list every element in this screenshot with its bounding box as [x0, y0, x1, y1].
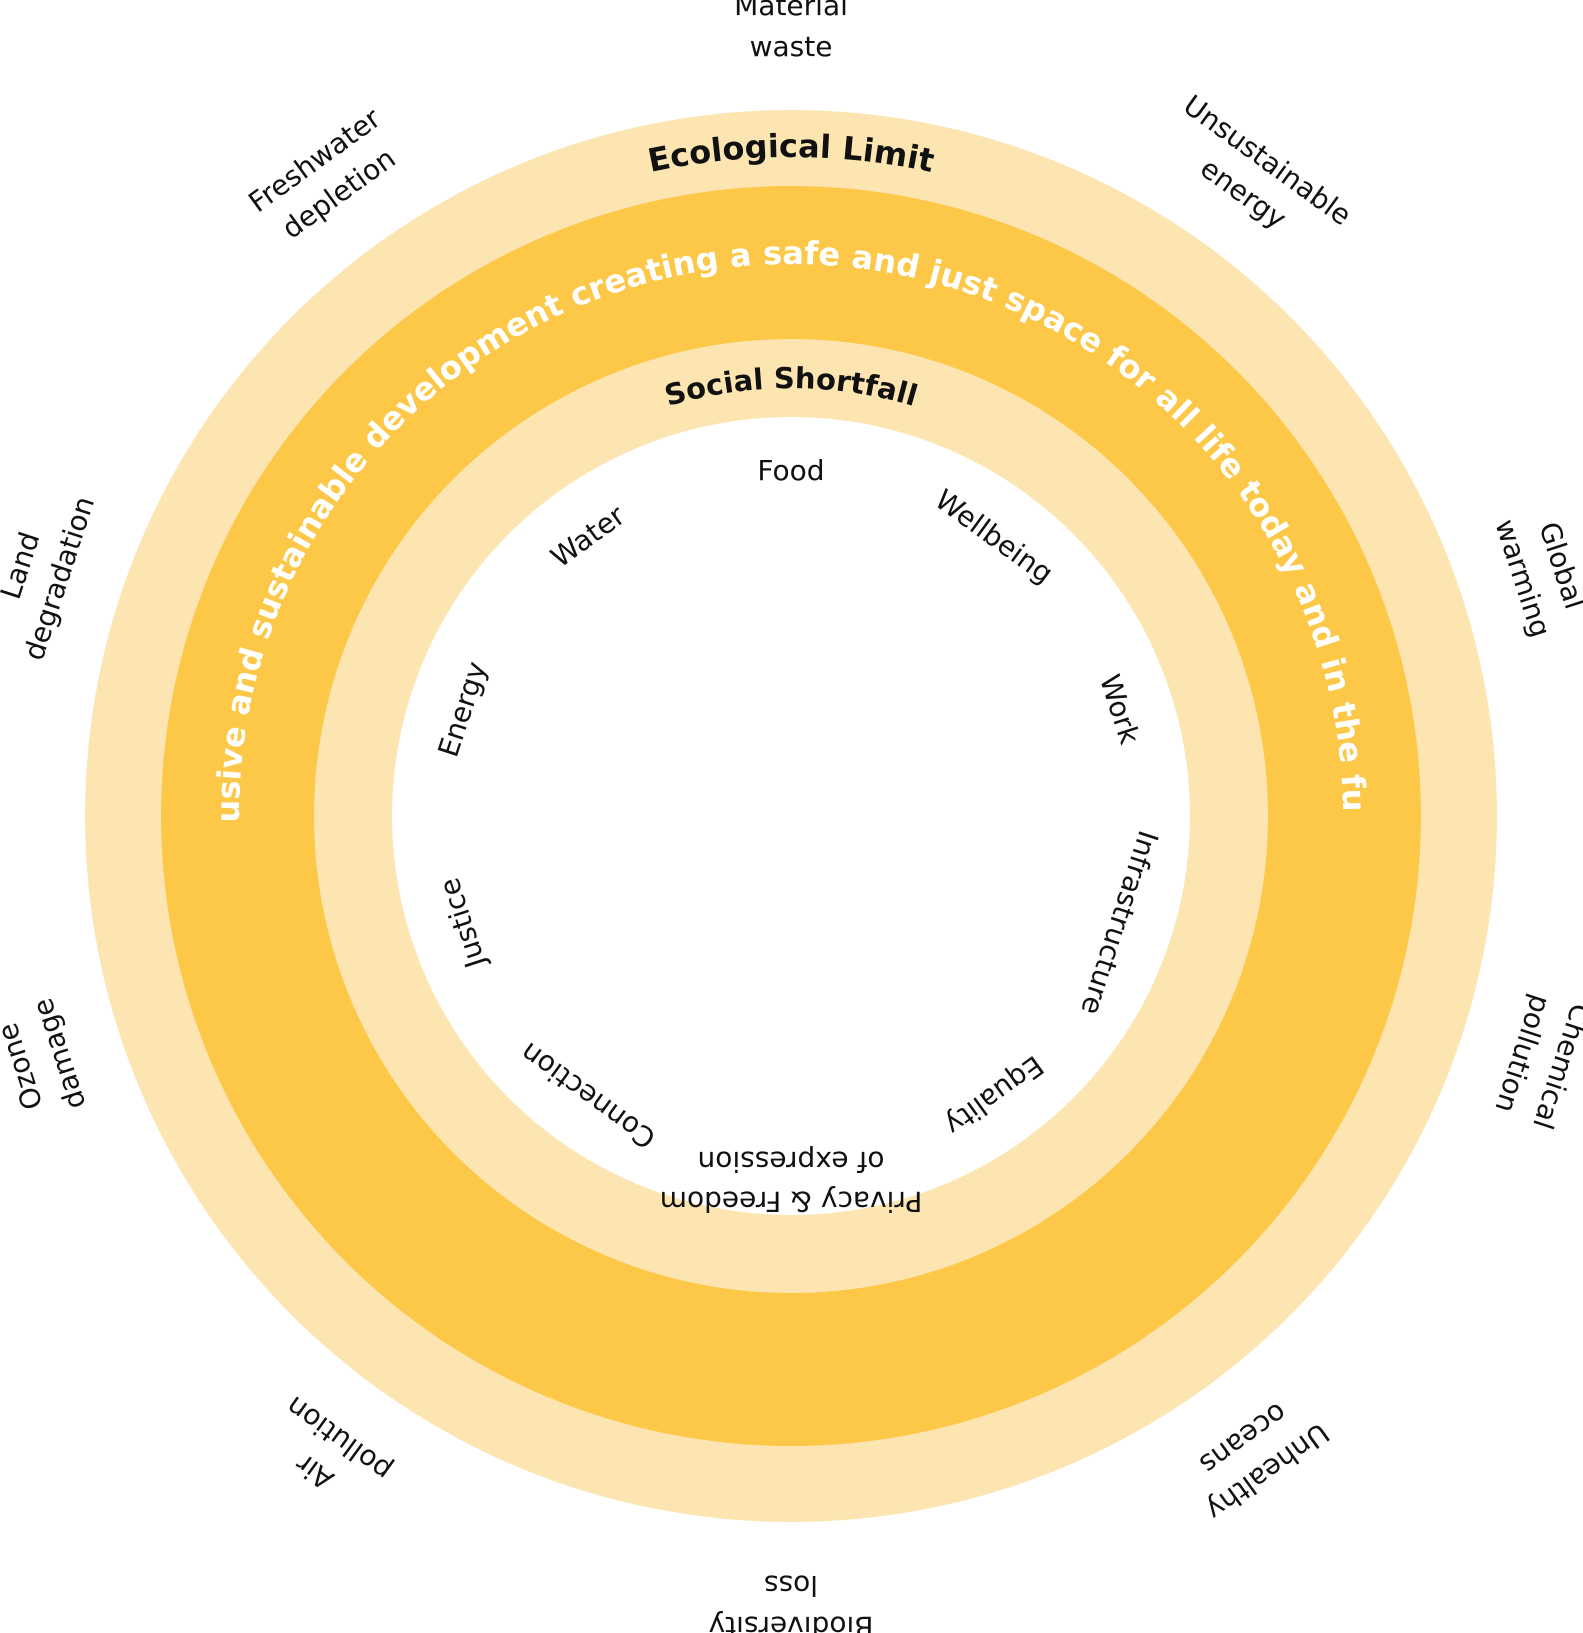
social-label-line: Privacy & Freedom [660, 1185, 923, 1218]
eco-label-freshwater: Freshwaterdepletion [242, 101, 411, 252]
eco-label-line: loss [764, 1569, 818, 1602]
eco-label-material: Material waste [734, 0, 848, 63]
eco-label-air: Airpollution [256, 1389, 398, 1520]
eco-label-unhealthy: Unhealthyoceans [1176, 1383, 1336, 1527]
social-label-food: Food [757, 454, 824, 487]
eco-label-land: Landdegradation [0, 480, 101, 665]
doughnut-hole [392, 417, 1190, 1215]
social-label-line: of expression [698, 1145, 885, 1178]
social-label-line: Food [757, 454, 824, 487]
eco-label-biodiversity: Biodiversity loss [709, 1569, 874, 1633]
eco-label-ozone: Ozonedamage [0, 994, 93, 1126]
eco-label-global: Globalwarming [1488, 503, 1583, 642]
eco-label-line: waste [750, 30, 833, 63]
social-label-privacy-freedom: Privacy & Freedom of expression [660, 1145, 923, 1218]
eco-label-line: Material [734, 0, 848, 22]
eco-label-chemical: Chemicalpollution [1487, 987, 1583, 1133]
eco-label-line: Biodiversity [709, 1610, 874, 1633]
